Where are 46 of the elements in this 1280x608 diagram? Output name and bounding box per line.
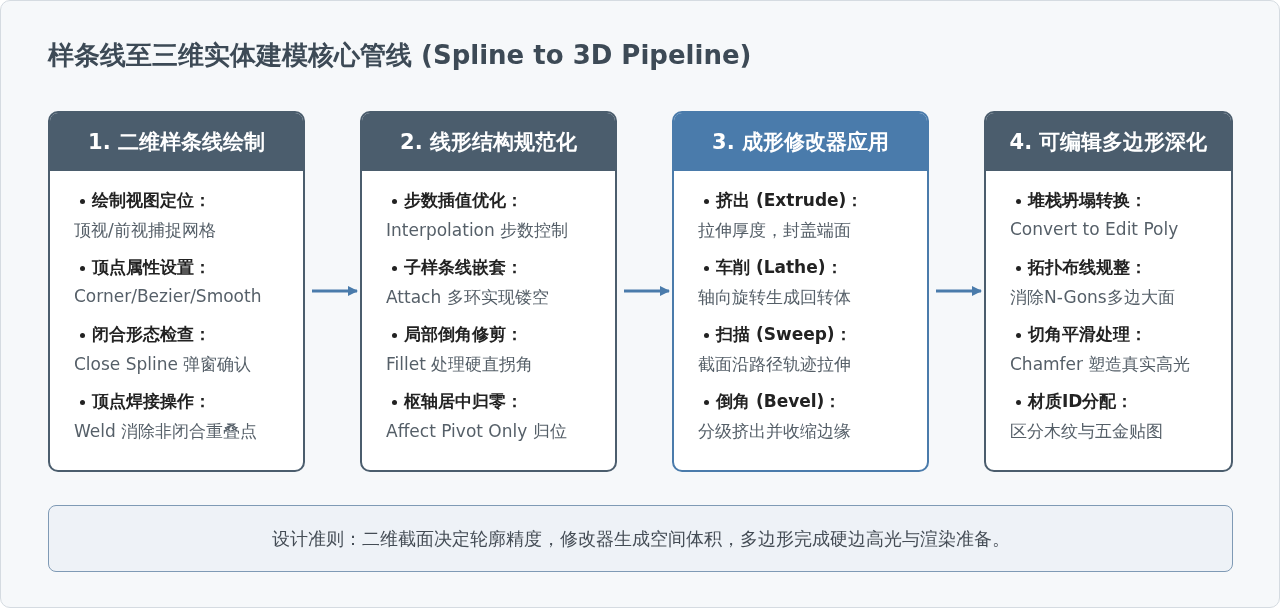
item-description: Interpolation 步数控制 [386,219,569,242]
item-heading: 堆栈坍塌转换： [1028,189,1147,212]
item-heading: 切角平滑处理： [1028,323,1147,346]
item-description: Corner/Bezier/Smooth [74,286,262,306]
item-description: Affect Pivot Only 归位 [386,420,567,443]
item-description: 拉伸厚度，封盖端面 [698,219,851,242]
item-description: Close Spline 弹窗确认 [74,353,252,376]
card-header: 3. 成形修改器应用 [674,113,927,171]
item-description: 截面沿路径轨迹拉伸 [698,353,851,376]
item-heading: 挤出 (Extrude)： [716,189,864,212]
step-card [672,111,929,472]
card-header: 2. 线形结构规范化 [362,113,615,171]
arrow [936,286,982,296]
item-description: Fillet 处理硬直拐角 [386,353,534,376]
card-header: 4. 可编辑多边形深化 [986,113,1231,171]
item-description: Attach 多环实现镂空 [386,286,549,309]
item-description: 分级挤出并收缩边缘 [698,420,851,443]
item-description: Convert to Edit Poly [1010,219,1179,239]
item-description: 顶视/前视捕捉网格 [74,219,216,242]
item-heading: 扫描 (Sweep)： [716,323,852,346]
item-heading: 顶点属性设置： [92,256,211,279]
item-heading: 顶点焊接操作： [92,390,211,413]
step-card [48,111,305,472]
item-description: Chamfer 塑造真实高光 [1010,353,1191,376]
item-heading: 绘制视图定位： [92,189,211,212]
item-description: 消除N-Gons多边大面 [1010,286,1175,309]
card-header: 1. 二维样条线绘制 [50,113,303,171]
item-heading: 倒角 (Bevel)： [716,390,842,413]
step-card [984,111,1233,472]
item-heading: 拓扑布线规整： [1028,256,1147,279]
item-heading: 枢轴居中归零： [404,390,523,413]
note-box [48,505,1233,572]
item-description: Weld 消除非闭合重叠点 [74,420,258,443]
item-heading: 车削 (Lathe)： [716,256,843,279]
item-heading: 闭合形态检查： [92,323,211,346]
step-card [360,111,617,472]
item-heading: 子样条线嵌套： [404,256,523,279]
item-description: 轴向旋转生成回转体 [698,286,851,309]
item-description: 区分木纹与五金贴图 [1010,420,1163,443]
arrow [624,286,670,296]
note-text: 设计准则：二维截面决定轮廓精度，修改器生成空间体积，多边形完成硬边高光与渲染准备。 [271,526,1010,551]
diagram-title: 样条线至三维实体建模核心管线 (Spline to 3D Pipeline) [48,39,752,72]
item-heading: 材质ID分配： [1028,390,1134,413]
arrow [312,286,358,296]
item-heading: 步数插值优化： [404,189,523,212]
item-heading: 局部倒角修剪： [404,323,523,346]
